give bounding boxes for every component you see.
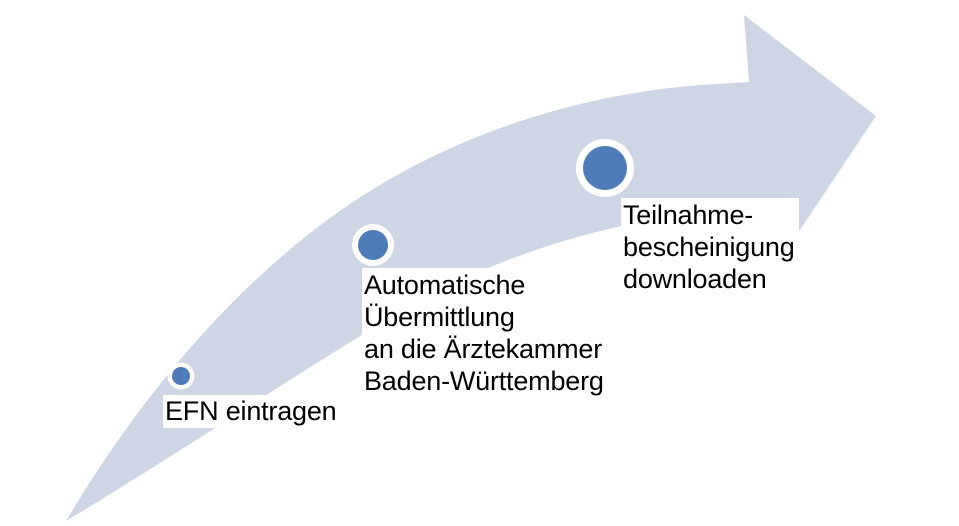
step-label-efn-eintragen: EFN eintragen xyxy=(163,395,340,428)
step-marker-3[interactable] xyxy=(576,139,634,197)
step-marker-1[interactable] xyxy=(167,362,195,390)
marker-dot-2[interactable] xyxy=(358,230,388,260)
step-marker-2[interactable] xyxy=(352,224,394,266)
marker-dot-3[interactable] xyxy=(583,146,627,190)
marker-dot-1[interactable] xyxy=(172,367,190,385)
step-label-teilnahmebescheinigung-downloaden: Teilnahme- bescheinigung downloaden xyxy=(621,198,799,298)
step-label-automatische-uebermittlung: Automatische Übermittlung an die Ärzteka… xyxy=(362,268,608,399)
